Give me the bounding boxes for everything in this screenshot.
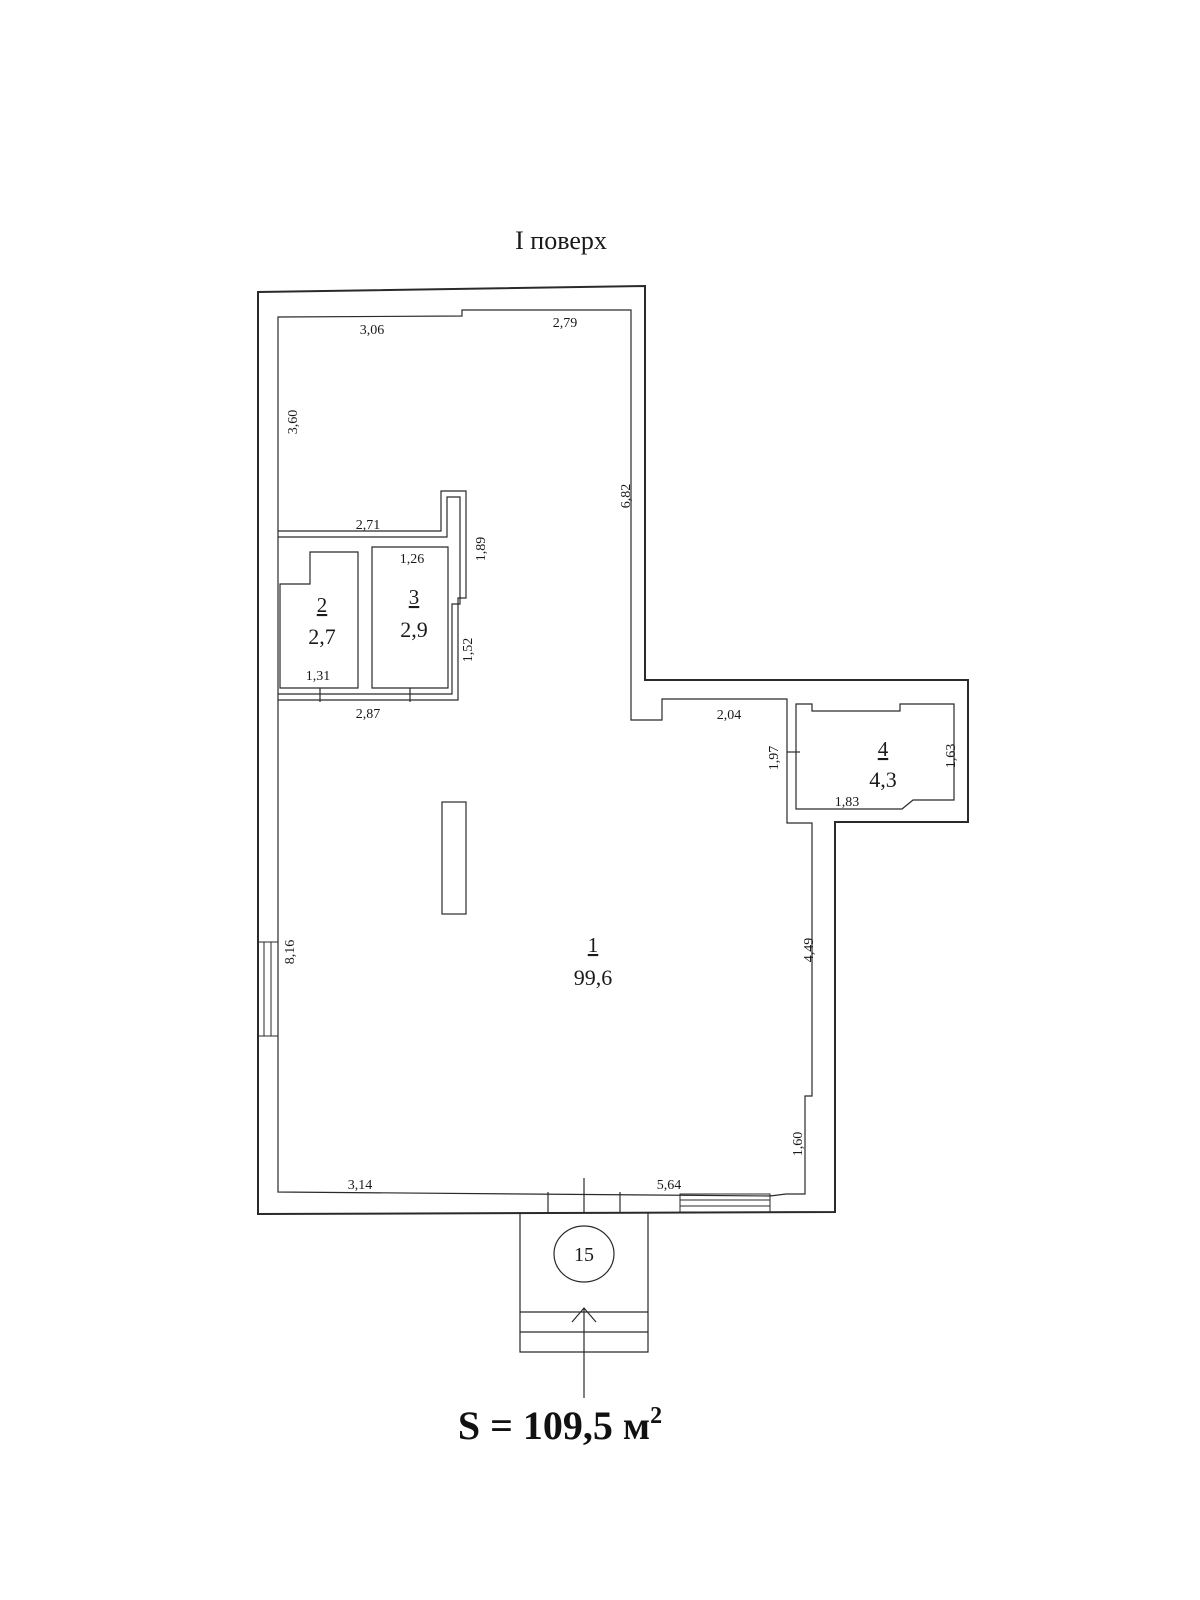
dimension-label: 3,06 (360, 323, 385, 338)
dimension-label: 1,97 (767, 746, 782, 771)
dimension-label: 1,60 (791, 1132, 806, 1157)
counter (441, 801, 467, 915)
dimension-label: 3,60 (286, 410, 301, 435)
upper-partition (278, 490, 467, 701)
entrance-marker (553, 1225, 615, 1283)
room-3-outline (371, 546, 449, 689)
dimension-label: 2,04 (717, 708, 742, 723)
entry-arrow-head (571, 1307, 597, 1323)
dimension-label: 2,71 (356, 518, 381, 533)
window-bottom (679, 1193, 771, 1213)
dimension-label: 4,49 (802, 938, 817, 963)
outer-wall (257, 284, 969, 1216)
room-3-number: 3 (409, 585, 420, 609)
dimension-label: 1,31 (306, 669, 331, 684)
total-area-superscript: 2 (650, 1403, 662, 1429)
dimension-label: 1,89 (474, 537, 489, 562)
room-2-outline (279, 551, 359, 689)
inner-wall-main (277, 309, 813, 1197)
room-2-area: 2,7 (308, 624, 336, 649)
total-area-text: S = 109,5 м (458, 1403, 650, 1448)
room-3-area: 2,9 (400, 617, 428, 642)
room-2-number: 2 (317, 593, 328, 617)
dimension-label: 1,63 (944, 744, 959, 769)
dimension-label: 6,82 (619, 484, 634, 509)
window-left (257, 941, 279, 1037)
room-1-area: 99,6 (574, 965, 613, 990)
dimension-label: 2,79 (553, 316, 578, 331)
room-4-number: 4 (878, 737, 889, 761)
dimension-label: 1,52 (461, 638, 476, 663)
upper-partition-inner (278, 496, 461, 695)
dimension-label: 2,87 (356, 707, 381, 722)
entrance-marker-label: 15 (574, 1244, 594, 1266)
dimension-label: 5,64 (657, 1178, 682, 1193)
total-area: S = 109,5 м2 (458, 1403, 662, 1448)
room-1-number: 1 (588, 933, 599, 957)
room-4-outline (795, 703, 955, 810)
room-4-area: 4,3 (869, 767, 897, 792)
floor-title: I поверх (515, 226, 607, 255)
dimension-label: 1,26 (400, 552, 425, 567)
dimension-label: 3,14 (348, 1178, 373, 1193)
dimension-label: 1,83 (835, 795, 860, 810)
dimension-label: 8,16 (283, 940, 298, 965)
